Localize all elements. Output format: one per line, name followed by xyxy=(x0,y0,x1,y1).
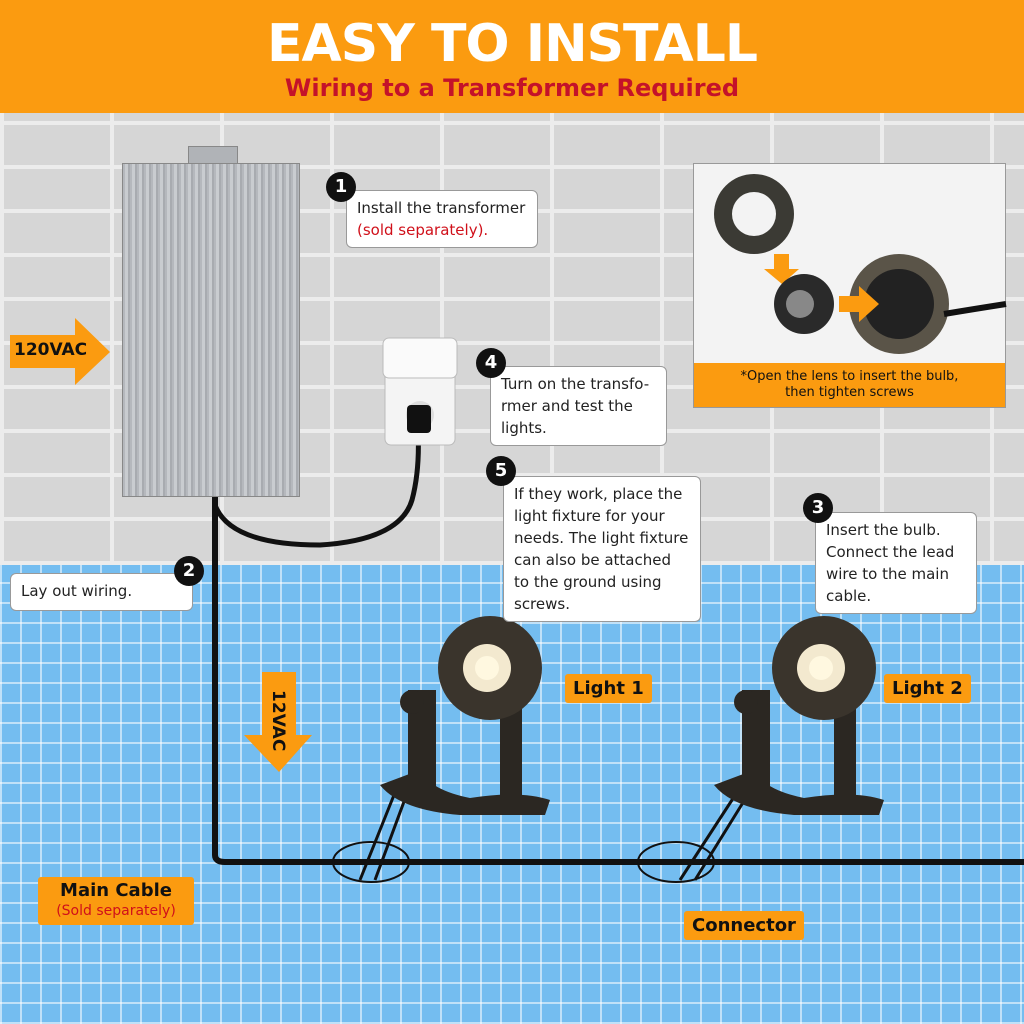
light-fixture-1 xyxy=(380,616,550,815)
step-1-note: (sold separately). xyxy=(357,221,489,239)
arrow-120vac xyxy=(10,318,110,385)
step-1-badge: 1 xyxy=(326,172,356,202)
main-cable-tag: Main Cable (Sold separately) xyxy=(38,877,194,925)
label-120vac: 120VAC xyxy=(14,340,88,360)
main-cable-label: Main Cable xyxy=(60,880,172,901)
main-cable xyxy=(212,497,1024,865)
step-1-text: Install the transformer xyxy=(357,199,526,217)
subtitle: Wiring to a Transformer Required xyxy=(284,74,740,102)
transformer xyxy=(122,163,300,497)
step-3-badge: 3 xyxy=(803,493,833,523)
step-5-text: If they work, place the light fixture fo… xyxy=(514,485,689,613)
inset-caption: *Open the lens to insert the bulb, then … xyxy=(694,363,1005,407)
label-12vac: 12VAC xyxy=(268,690,288,752)
outlet xyxy=(382,337,458,446)
connector-ring-1 xyxy=(332,841,410,883)
inset-caption-line-2: then tighten screws xyxy=(785,385,914,400)
step-5-callout: If they work, place the light fixture fo… xyxy=(503,476,701,622)
step-2-badge: 2 xyxy=(174,556,204,586)
connector-tag: Connector xyxy=(684,911,804,940)
step-4-callout: Turn on the transfo-rmer and test the li… xyxy=(490,366,667,446)
power-cord xyxy=(212,429,421,548)
bulb-install-illustration xyxy=(714,174,1007,354)
inset-caption-line-1: *Open the lens to insert the bulb, xyxy=(740,369,959,384)
light-2-tag: Light 2 xyxy=(884,674,971,703)
light-1-tag: Light 1 xyxy=(565,674,652,703)
main-cable-note: (Sold separately) xyxy=(56,903,176,919)
step-3-text: Insert the bulb. Connect the lead wire t… xyxy=(826,521,955,605)
step-2-text: Lay out wiring. xyxy=(21,582,133,600)
step-2-callout: Lay out wiring. xyxy=(10,573,193,611)
title: EASY TO INSTALL xyxy=(266,14,758,74)
step-1-callout: Install the transformer (sold separately… xyxy=(346,190,538,248)
light-fixture-2 xyxy=(714,616,884,815)
arrow-12vac xyxy=(244,672,312,772)
header-banner: EASY TO INSTALL Wiring to a Transformer … xyxy=(0,0,1024,113)
step-3-callout: Insert the bulb. Connect the lead wire t… xyxy=(815,512,977,614)
step-5-badge: 5 xyxy=(486,456,516,486)
bulb-install-inset: *Open the lens to insert the bulb, then … xyxy=(693,163,1007,408)
connector-ring-2 xyxy=(637,841,715,883)
step-4-text: Turn on the transfo-rmer and test the li… xyxy=(501,375,650,437)
step-4-badge: 4 xyxy=(476,348,506,378)
